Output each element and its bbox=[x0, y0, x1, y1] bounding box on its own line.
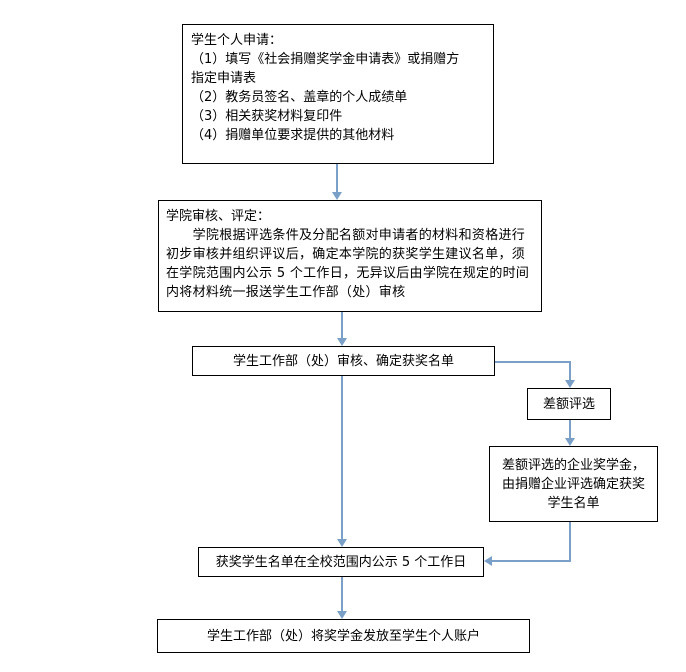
box-title: 学生个人申请： bbox=[191, 33, 283, 48]
box-text: 获奖学生名单在全校范围内公示 5 个工作日 bbox=[215, 554, 467, 570]
arrowhead bbox=[484, 556, 492, 566]
department-review-box: 学生工作部（处）审核、确定获奖名单 bbox=[192, 346, 495, 376]
list-item: （3）相关获奖材料复印件 bbox=[191, 109, 343, 124]
arrowhead bbox=[565, 438, 575, 446]
arrowhead bbox=[337, 338, 347, 346]
list-item: （4）捐赠单位要求提供的其他材料 bbox=[191, 128, 395, 143]
arrow-box3-to-box4 bbox=[495, 361, 571, 381]
scholarship-payment-box: 学生工作部（处）将奖学金发放至学生个人账户 bbox=[157, 619, 530, 653]
college-review-box: 学院审核、评定： 学院根据评选条件及分配名额对申请者的材料和资格进行初步审核并组… bbox=[158, 200, 542, 312]
box-text: 学生工作部（处）将奖学金发放至学生个人账户 bbox=[206, 628, 480, 644]
list-item: （2）教务员签名、盖章的个人成绩单 bbox=[191, 90, 408, 105]
box-title: 学院审核、评定： bbox=[166, 209, 271, 224]
arrowhead bbox=[337, 539, 347, 547]
student-application-box: 学生个人申请： （1）填写《社会捐赠奖学金申请表》或捐赠方 指定申请表 （2）教… bbox=[182, 24, 494, 164]
differential-selection-box: 差额评选 bbox=[527, 388, 611, 420]
list-item: （1）填写《社会捐赠奖学金申请表》或捐赠方 bbox=[191, 52, 460, 67]
arrowhead bbox=[332, 192, 342, 200]
box-text: 学生工作部（处）审核、确定获奖名单 bbox=[232, 353, 454, 369]
public-announcement-box: 获奖学生名单在全校范围内公示 5 个工作日 bbox=[198, 547, 484, 577]
enterprise-selection-box: 差额评选的企业奖学金，由捐赠企业评选确定获奖学生名单 bbox=[489, 446, 658, 522]
box-text: 差额评选的企业奖学金，由捐赠企业评选确定获奖学生名单 bbox=[501, 457, 645, 511]
arrow-box5-to-box6 bbox=[491, 522, 571, 562]
box-body: 学院根据评选条件及分配名额对申请者的材料和资格进行初步审核并组织评议后，确定本学… bbox=[166, 228, 530, 300]
box-text: 差额评选 bbox=[542, 396, 595, 412]
list-item: 指定申请表 bbox=[191, 71, 257, 86]
arrowhead bbox=[565, 380, 575, 388]
arrowhead bbox=[337, 611, 347, 619]
